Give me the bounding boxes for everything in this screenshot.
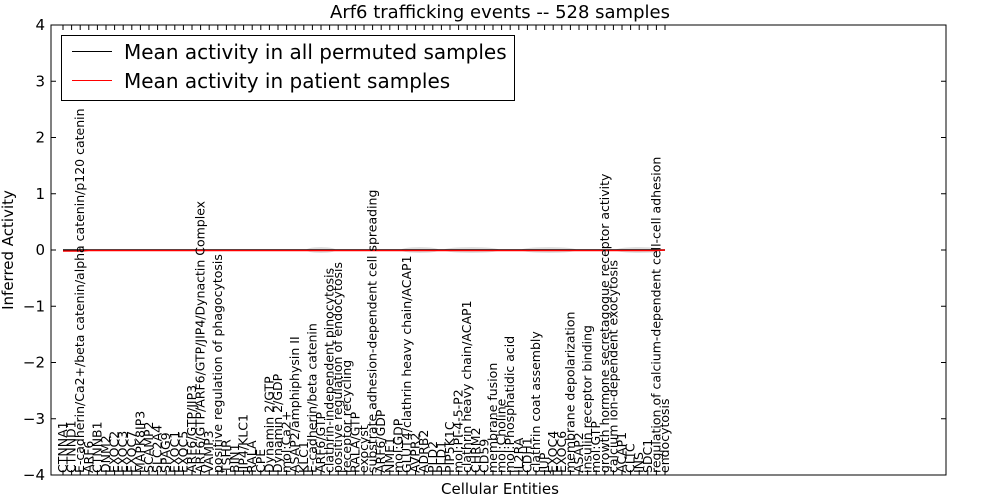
x-tick-label: exocyst — [356, 425, 371, 473]
x-tick-label: calcium ion-dependent exocytosis — [605, 260, 620, 473]
legend-swatch-patient — [72, 80, 112, 81]
y-tick-label: 3 — [35, 72, 45, 90]
x-tick-label: clathrin-independent pinocytosis — [322, 268, 337, 473]
y-tick-label: −4 — [23, 466, 45, 484]
x-tick-label: ASAP2 — [571, 432, 586, 473]
x-tick-label: mol:GDP — [390, 418, 405, 473]
y-tick-label: −1 — [23, 297, 45, 315]
x-tick-label: RALA/GTP — [347, 411, 362, 473]
legend-label-permuted: Mean activity in all permuted samples — [124, 40, 507, 64]
x-tick-label: VAMP3 — [201, 430, 216, 473]
y-tick-label: −2 — [23, 354, 45, 372]
x-axis-label: Cellular Entities — [441, 480, 559, 498]
x-tick-label: insulin receptor binding — [580, 325, 595, 473]
x-tick-label: CDH1 — [519, 437, 534, 473]
x-tick-label: ARF6/GTP/JIP3 — [184, 385, 199, 473]
x-tick-label: EXOC4 — [545, 431, 560, 473]
x-tick-label: PIP5K1C — [442, 421, 457, 473]
x-tick-label: EXOC3 — [115, 431, 130, 473]
x-tick-label: RALA — [244, 440, 259, 473]
y-tick-label: 1 — [35, 185, 45, 203]
x-tick-label: growth hormone secretagogue receptor act… — [597, 173, 612, 473]
x-tick-label: ASAP2/amphiphysin II — [287, 336, 302, 473]
x-tick-label: CLTC — [623, 443, 638, 473]
x-tick-label: membrane depolarization — [562, 312, 577, 473]
x-tick-label: PLD2 — [425, 441, 440, 473]
x-tick-label: ADRB2 — [416, 430, 431, 473]
x-tick-label: CD59 — [476, 439, 491, 473]
x-tick-label: SPAG9 — [158, 432, 173, 473]
x-tick-label: mol:Phosphatidic acid — [502, 336, 517, 473]
x-tick-label: clathrin coat assembly — [528, 331, 543, 473]
y-tick-label: 2 — [35, 129, 45, 147]
x-tick-label: Dynamin 2/GTP — [261, 376, 276, 473]
x-tick-label: SLC2A4 — [150, 425, 165, 473]
x-tick-label: CHRM2 — [468, 427, 483, 473]
x-tick-label: ARF6/GTP/ARF6/GTP/JIP4/Dynactin Complex — [193, 201, 208, 473]
x-tick-label: ARF6/GDP — [373, 409, 388, 473]
legend: Mean activity in all permuted samples Me… — [61, 35, 515, 101]
legend-swatch-permuted — [72, 51, 112, 52]
x-tick-label: clathrin heavy chain/ACAP1 — [459, 300, 474, 473]
legend-item-permuted: Mean activity in all permuted samples — [62, 40, 514, 64]
x-tick-label: positive regulation of endocytosis — [330, 262, 345, 473]
x-tick-label: regulation of calcium-dependent cell-cel… — [648, 157, 663, 473]
x-tick-label: BIN1 — [227, 443, 242, 473]
x-tick-label: GLUT4/clathrin heavy chain/ACAP1 — [399, 255, 414, 473]
y-tick-label: 4 — [35, 16, 45, 34]
x-tick-label: ACAP1 — [614, 432, 629, 473]
x-tick-label: SDC1 — [640, 439, 655, 473]
x-tick-label: ARF6 — [81, 441, 96, 473]
x-tick-label: mol:Choline — [494, 398, 509, 473]
x-tick-label: SCAMP2 — [141, 422, 156, 474]
plot-frame — [50, 24, 947, 476]
x-tick-label: Dynamin 2/GDP — [270, 373, 285, 473]
x-tick-label: PLD1 — [433, 441, 448, 473]
x-tick-label: CPE — [253, 449, 268, 473]
x-tick-label: AVPR2 — [408, 433, 423, 473]
x-tick-label: positive regulation of phagocytosis — [210, 254, 225, 473]
x-tick-label: NME1 — [382, 437, 397, 473]
x-tick-label: JUP — [537, 452, 552, 474]
x-tick-label: MAPK8IP3 — [132, 411, 147, 473]
x-tick-label: mol:PI-4-5-P2 — [451, 389, 466, 473]
x-tick-label: KLC1 — [296, 441, 311, 473]
x-tick-label: IL2RA — [511, 437, 526, 473]
x-tick-label: membrane fusion — [485, 363, 500, 473]
x-tick-label: TSHR — [218, 439, 233, 474]
x-tick-label: CTNNB1 — [89, 421, 104, 473]
x-tick-label: EXOC1 — [167, 431, 182, 473]
x-tick-label: JIP4/KLC1 — [236, 414, 251, 474]
x-tick-label: CTNNA1 — [55, 421, 70, 473]
y-tick-label: −3 — [23, 410, 45, 428]
x-tick-label: EXOC2 — [107, 431, 122, 473]
y-tick-label: 0 — [35, 241, 45, 259]
x-tick-label: substrate adhesion-dependent cell spread… — [365, 190, 380, 473]
x-tick-label: DNM2 — [98, 435, 113, 473]
x-tick-label: endocytosis — [657, 398, 672, 473]
x-tick-label: EXOC7 — [124, 431, 139, 473]
y-axis-label: Inferred Activity — [0, 190, 17, 310]
x-tick-label: mol:GTP — [588, 421, 603, 473]
series-layer — [63, 249, 666, 252]
x-tick-label: EXOC5 — [175, 431, 190, 473]
legend-label-patient: Mean activity in patient samples — [124, 69, 451, 93]
x-tick-label: CTNND1 — [64, 420, 79, 473]
series-line-patient — [63, 249, 666, 252]
chart-title: Arf6 trafficking events -- 528 samples — [330, 2, 670, 23]
x-tick-label: INS — [631, 452, 646, 473]
legend-item-patient: Mean activity in patient samples — [62, 69, 514, 93]
x-tick-label: E-cadherin/Ca2+/beta catenin/alpha caten… — [72, 108, 87, 473]
x-tick-label: ARF6/GTP — [313, 412, 328, 473]
x-tick-label: mol:Ca2+ — [279, 411, 294, 473]
x-tick-label: receptor recycling — [339, 360, 354, 473]
x-tick-label: EXOC6 — [554, 431, 569, 473]
x-tick-label: E-cadherin/beta catenin — [304, 323, 319, 473]
